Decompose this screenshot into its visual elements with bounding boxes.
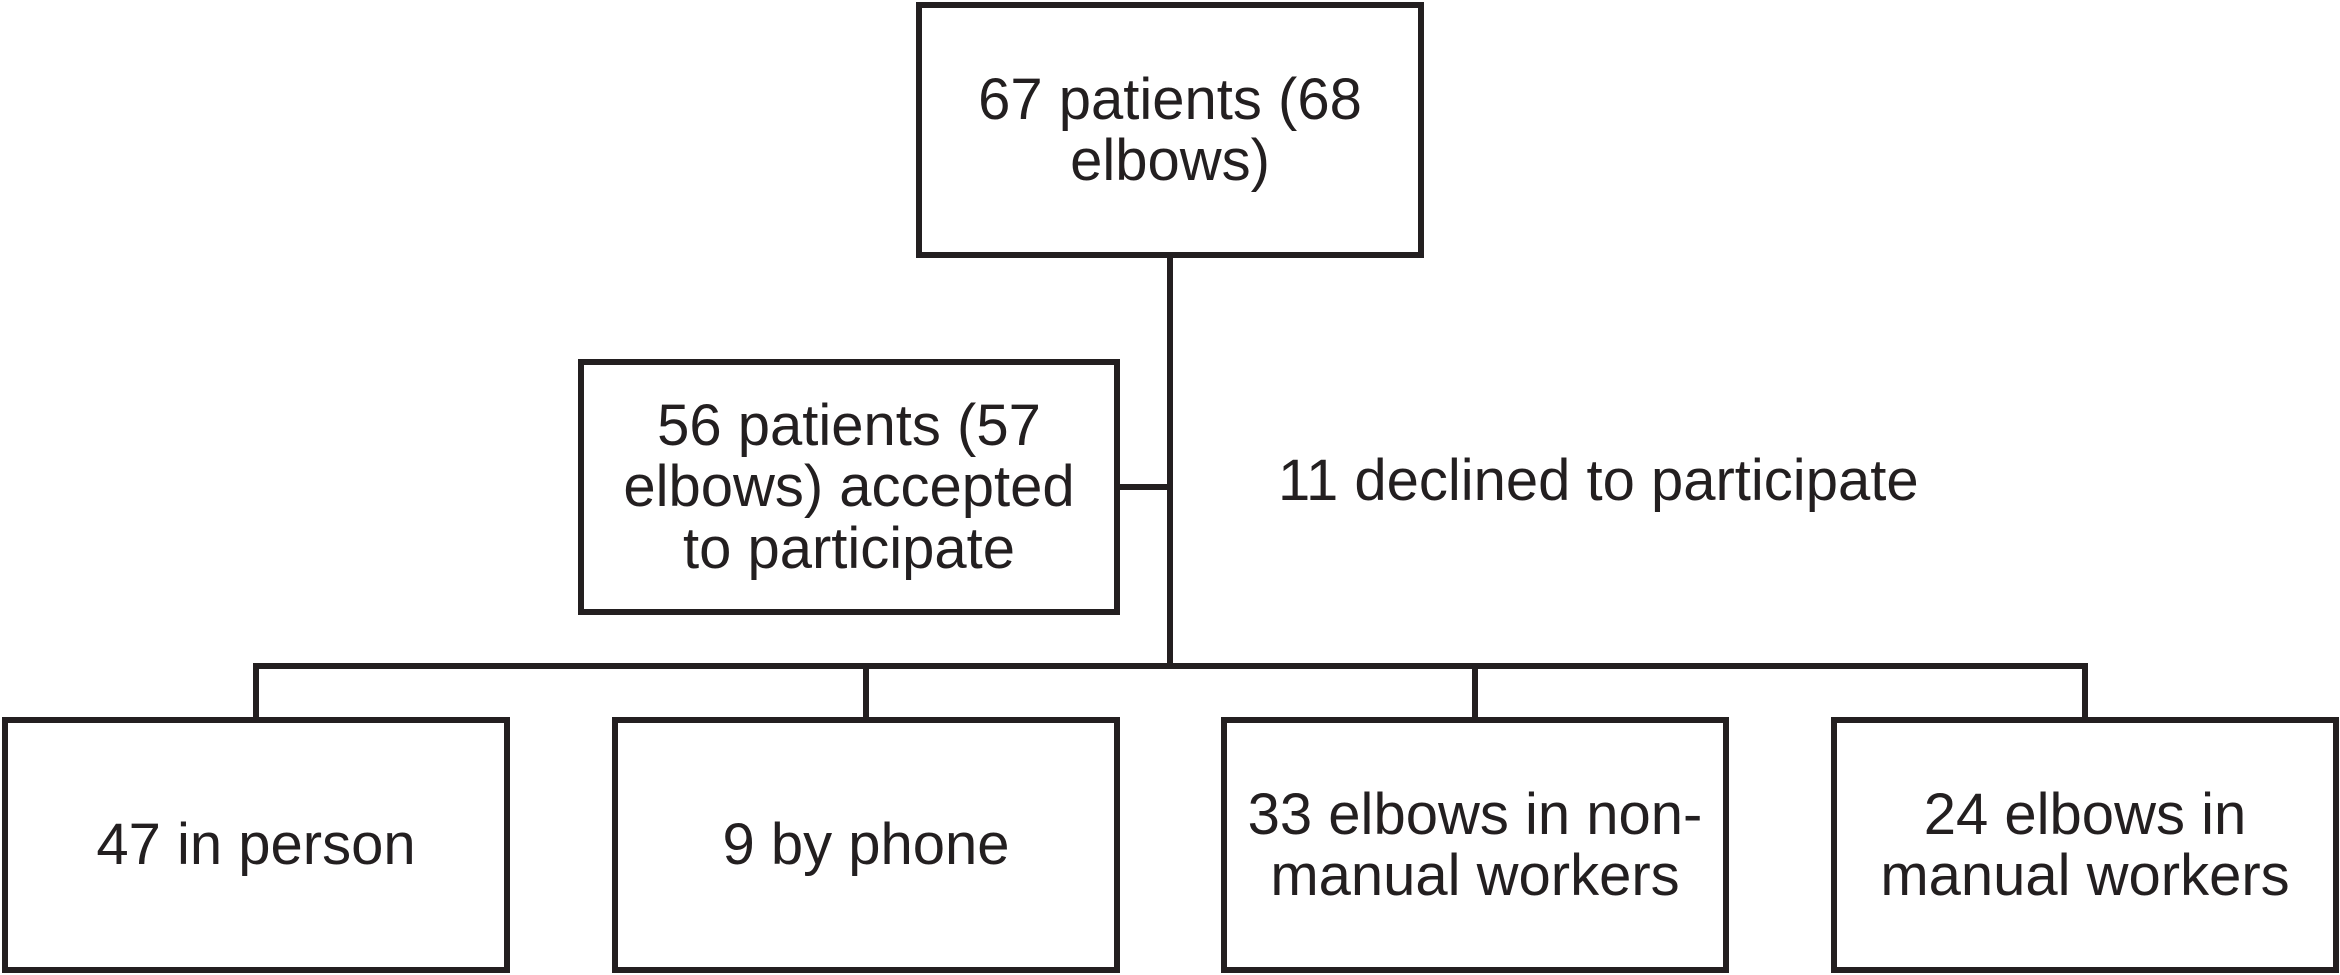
accepted-patients-label: 56 patients (57 elbows) accepted to part…	[623, 392, 1075, 581]
root-patients-box: 67 patients (68 elbows)	[916, 2, 1424, 258]
in-person-box: 47 in person	[2, 717, 510, 973]
manual-workers-box: 24 elbows in manual workers	[1831, 717, 2339, 973]
by-phone-label: 9 by phone	[722, 812, 1010, 878]
root-patients-label: 67 patients (68 elbows)	[978, 66, 1362, 193]
non-manual-workers-label: 33 elbows in non-manual workers	[1247, 781, 1703, 908]
in-person-label: 47 in person	[96, 812, 416, 878]
non-manual-workers-box: 33 elbows in non-manual workers	[1221, 717, 1729, 973]
accepted-patients-box: 56 patients (57 elbows) accepted to part…	[578, 359, 1120, 615]
declined-label: 11 declined to participate	[1278, 448, 1919, 513]
by-phone-box: 9 by phone	[612, 717, 1120, 973]
manual-workers-label: 24 elbows in manual workers	[1880, 781, 2290, 908]
